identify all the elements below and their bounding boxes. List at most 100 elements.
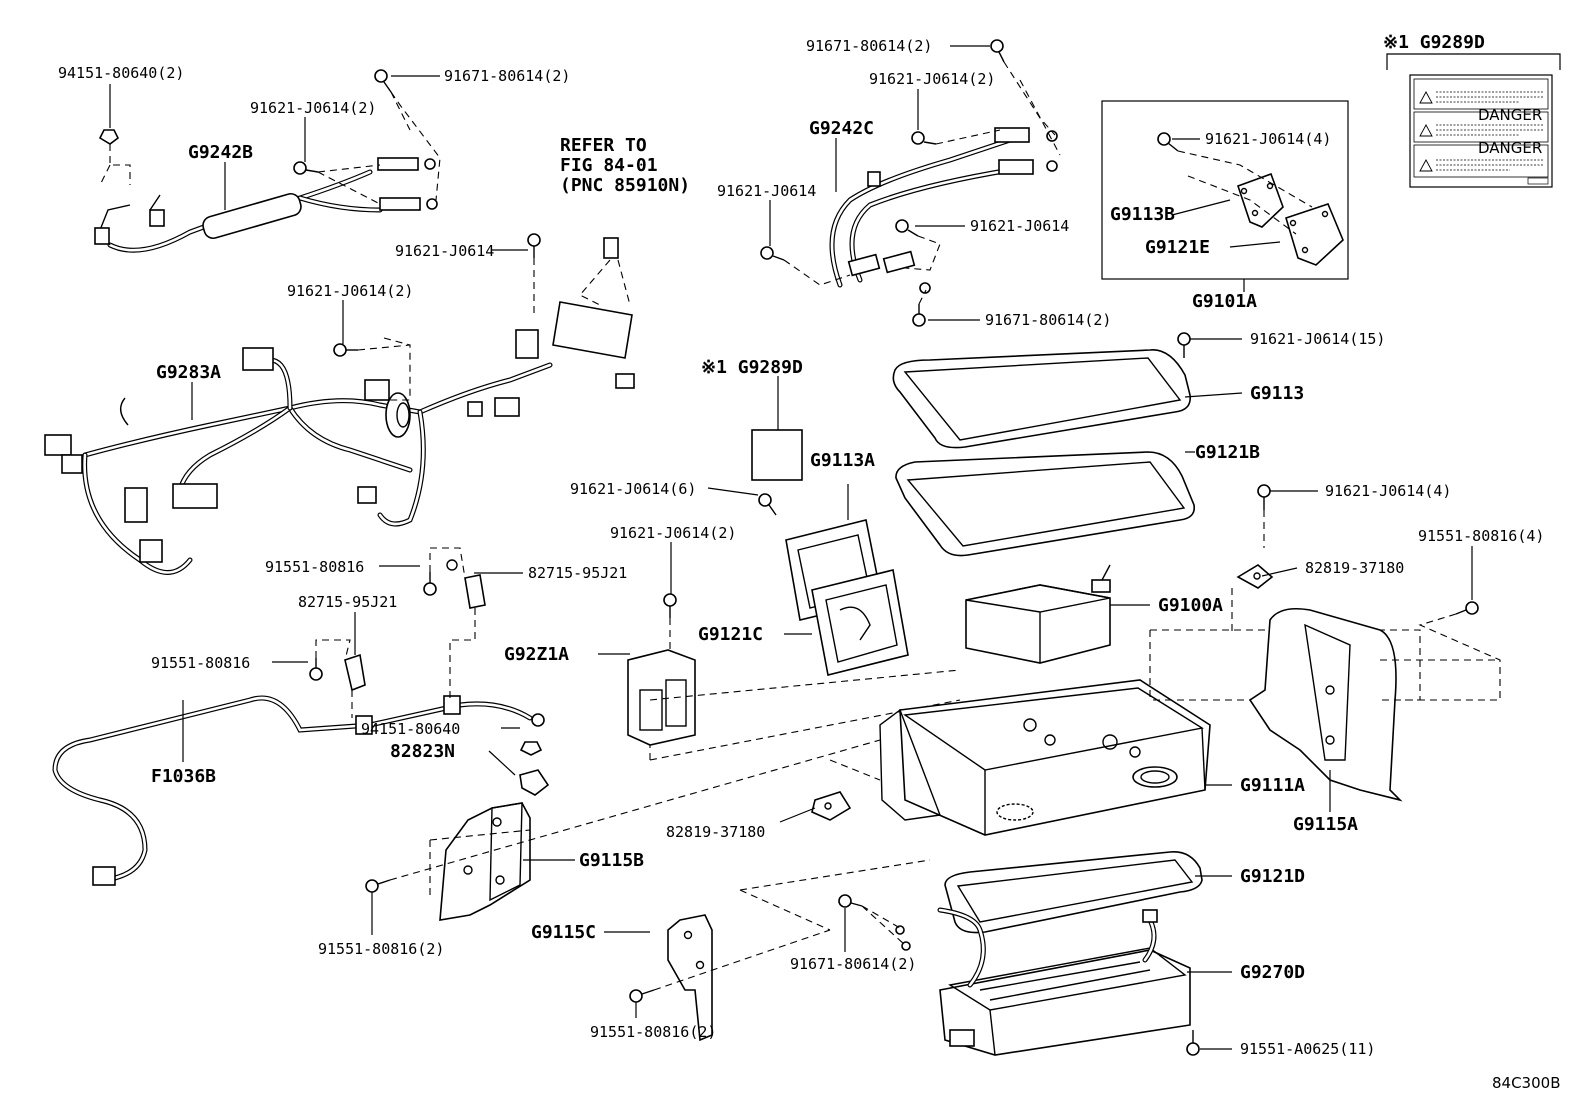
harness-g9242b	[94, 69, 441, 253]
callout-91621-j0614-c: 91621-J0614	[970, 217, 1069, 235]
callout-g9100a: G9100A	[1158, 595, 1223, 616]
gasket-g9121c	[811, 569, 909, 676]
bolt-icon	[365, 879, 391, 893]
leader-lines	[109, 45, 1473, 1050]
gasket-g9121d	[944, 851, 1203, 934]
refer-line-1: REFER TO	[560, 135, 647, 156]
callout-91621-j0614-6: 91621-J0614(6)	[570, 480, 696, 498]
callout-91621-j0614-2d: 91621-J0614(2)	[610, 524, 736, 542]
callout-g9121d: G9121D	[1240, 866, 1305, 887]
callout-g9242b: G9242B	[188, 142, 253, 163]
bolt-icon	[1455, 601, 1479, 615]
connector-g92z1a	[627, 593, 961, 761]
callout-91621-j0614-4b: 91621-J0614(4)	[1325, 482, 1451, 500]
bolt-icon	[838, 894, 863, 908]
bolt-icon	[990, 39, 1005, 63]
bolt-icon	[1257, 484, 1271, 510]
bracket-g9115a	[1248, 601, 1501, 802]
bolt-icon	[1157, 132, 1179, 152]
callout-91551-80816-2b: 91551-80816(2)	[590, 1023, 716, 1041]
sensor-82819	[811, 759, 881, 821]
callout-82715-95j21-a: 82715-95J21	[528, 564, 627, 582]
refer-note: REFER TO FIG 84-01 (PNC 85910N)	[560, 135, 690, 196]
bolt-icon	[629, 989, 655, 1003]
callout-91551-80816-a: 91551-80816	[265, 558, 364, 576]
callout-g9101a: G9101A	[1192, 291, 1257, 312]
bolt-icon	[663, 593, 677, 618]
bolt-icon	[309, 658, 323, 681]
bolt-icon	[758, 493, 777, 516]
bolt-icon	[895, 219, 919, 237]
nut-icon	[519, 741, 543, 756]
callout-g9242c: G9242C	[809, 118, 874, 139]
cover-kit-box	[1101, 100, 1349, 292]
bolt-icon	[333, 343, 358, 357]
callout-94151-80640-2: 94151-80640(2)	[58, 64, 184, 82]
callout-91551-80816-b: 91551-80816	[151, 654, 250, 672]
callout-g92z1a: G92Z1A	[504, 644, 569, 665]
callout-91621-j0614-15: 91621-J0614(15)	[1250, 330, 1385, 348]
figure-code: 84C300B	[1492, 1074, 1560, 1092]
harness-g9242c	[760, 39, 1061, 327]
callout-94151-80640: 94151-80640	[361, 720, 460, 738]
refer-line-3: (PNC 85910N)	[560, 175, 690, 196]
callout-g9111a: G9111A	[1240, 775, 1305, 796]
callout-91671-80614-2c: 91671-80614(2)	[985, 311, 1111, 329]
bolt-icon	[1177, 332, 1191, 358]
callout-91621-j0614-2: 91621-J0614(2)	[250, 99, 376, 117]
nut-icon	[98, 129, 120, 145]
callout-g9121c: G9121C	[698, 624, 763, 645]
callout-82819-37180-a: 82819-37180	[666, 823, 765, 841]
case-g9270d	[838, 894, 1200, 1056]
bolt-icon	[374, 69, 392, 93]
label-g9289d	[751, 376, 803, 481]
callout-91671-80614-2: 91671-80614(2)	[444, 67, 570, 85]
harness-f1036b	[52, 547, 550, 886]
callout-91671-80614-2d: 91671-80614(2)	[790, 955, 916, 973]
callout-g9113b: G9113B	[1110, 204, 1175, 225]
callout-82823n: 82823N	[390, 741, 455, 762]
callout-g9115a: G9115A	[1293, 814, 1358, 835]
callout-g9121e: G9121E	[1145, 237, 1210, 258]
bolt-icon	[1186, 1030, 1200, 1056]
bracket-g9115c	[629, 859, 931, 1042]
case-g9111a	[879, 588, 1421, 836]
bolt-icon	[527, 233, 541, 258]
bolt-icon	[912, 304, 926, 327]
bolt-icon	[423, 572, 437, 596]
callout-82819-37180-b: 82819-37180	[1305, 559, 1404, 577]
callout-g9113: G9113	[1250, 383, 1304, 404]
callout-g9115c: G9115C	[531, 922, 596, 943]
cover-g9113	[892, 332, 1192, 449]
callout-g9289d: ※1 G9289D	[701, 357, 803, 378]
gasket-g9121b	[895, 451, 1271, 557]
callout-91671-80614-2b: 91671-80614(2)	[806, 37, 932, 55]
callout-g9113a: G9113A	[810, 450, 875, 471]
harness-g9283a	[44, 233, 635, 575]
callout-f1036b: F1036B	[151, 766, 216, 787]
refer-line-2: FIG 84-01	[560, 155, 658, 176]
sticker-row-2: DANGER	[1478, 106, 1542, 124]
callout-91621-j0614-2b: 91621-J0614(2)	[287, 282, 413, 300]
callout-sticker-code: ※1 G9289D	[1383, 32, 1485, 53]
sticker-row-3: DANGER	[1478, 139, 1542, 157]
callout-91551-a0625-11: 91551-A0625(11)	[1240, 1040, 1375, 1058]
callout-91621-j0614-4a: 91621-J0614(4)	[1205, 130, 1331, 148]
bolt-icon	[760, 246, 785, 261]
bolt-icon	[911, 131, 937, 145]
callout-labels: 94151-80640(2) 91671-80614(2) 91621-J061…	[58, 37, 1560, 1092]
callout-91551-80816-2a: 91551-80816(2)	[318, 940, 444, 958]
callout-82715-95j21-b: 82715-95J21	[298, 593, 397, 611]
callout-g9115b: G9115B	[579, 850, 644, 871]
callout-g9283a: G9283A	[156, 362, 221, 383]
callout-g9121b: G9121B	[1195, 442, 1260, 463]
warning-label-sticker: ※1 G9289D DANGER DANGER	[1383, 32, 1561, 188]
callout-91621-j0614-a: 91621-J0614	[395, 242, 494, 260]
callout-91621-j0614-2c: 91621-J0614(2)	[869, 70, 995, 88]
callout-91551-80816-4: 91551-80816(4)	[1418, 527, 1544, 545]
callout-g9270d: G9270D	[1240, 962, 1305, 983]
bracket-g9115b	[365, 739, 881, 921]
callout-91621-j0614-b: 91621-J0614	[717, 182, 816, 200]
bolt-icon	[293, 161, 319, 175]
